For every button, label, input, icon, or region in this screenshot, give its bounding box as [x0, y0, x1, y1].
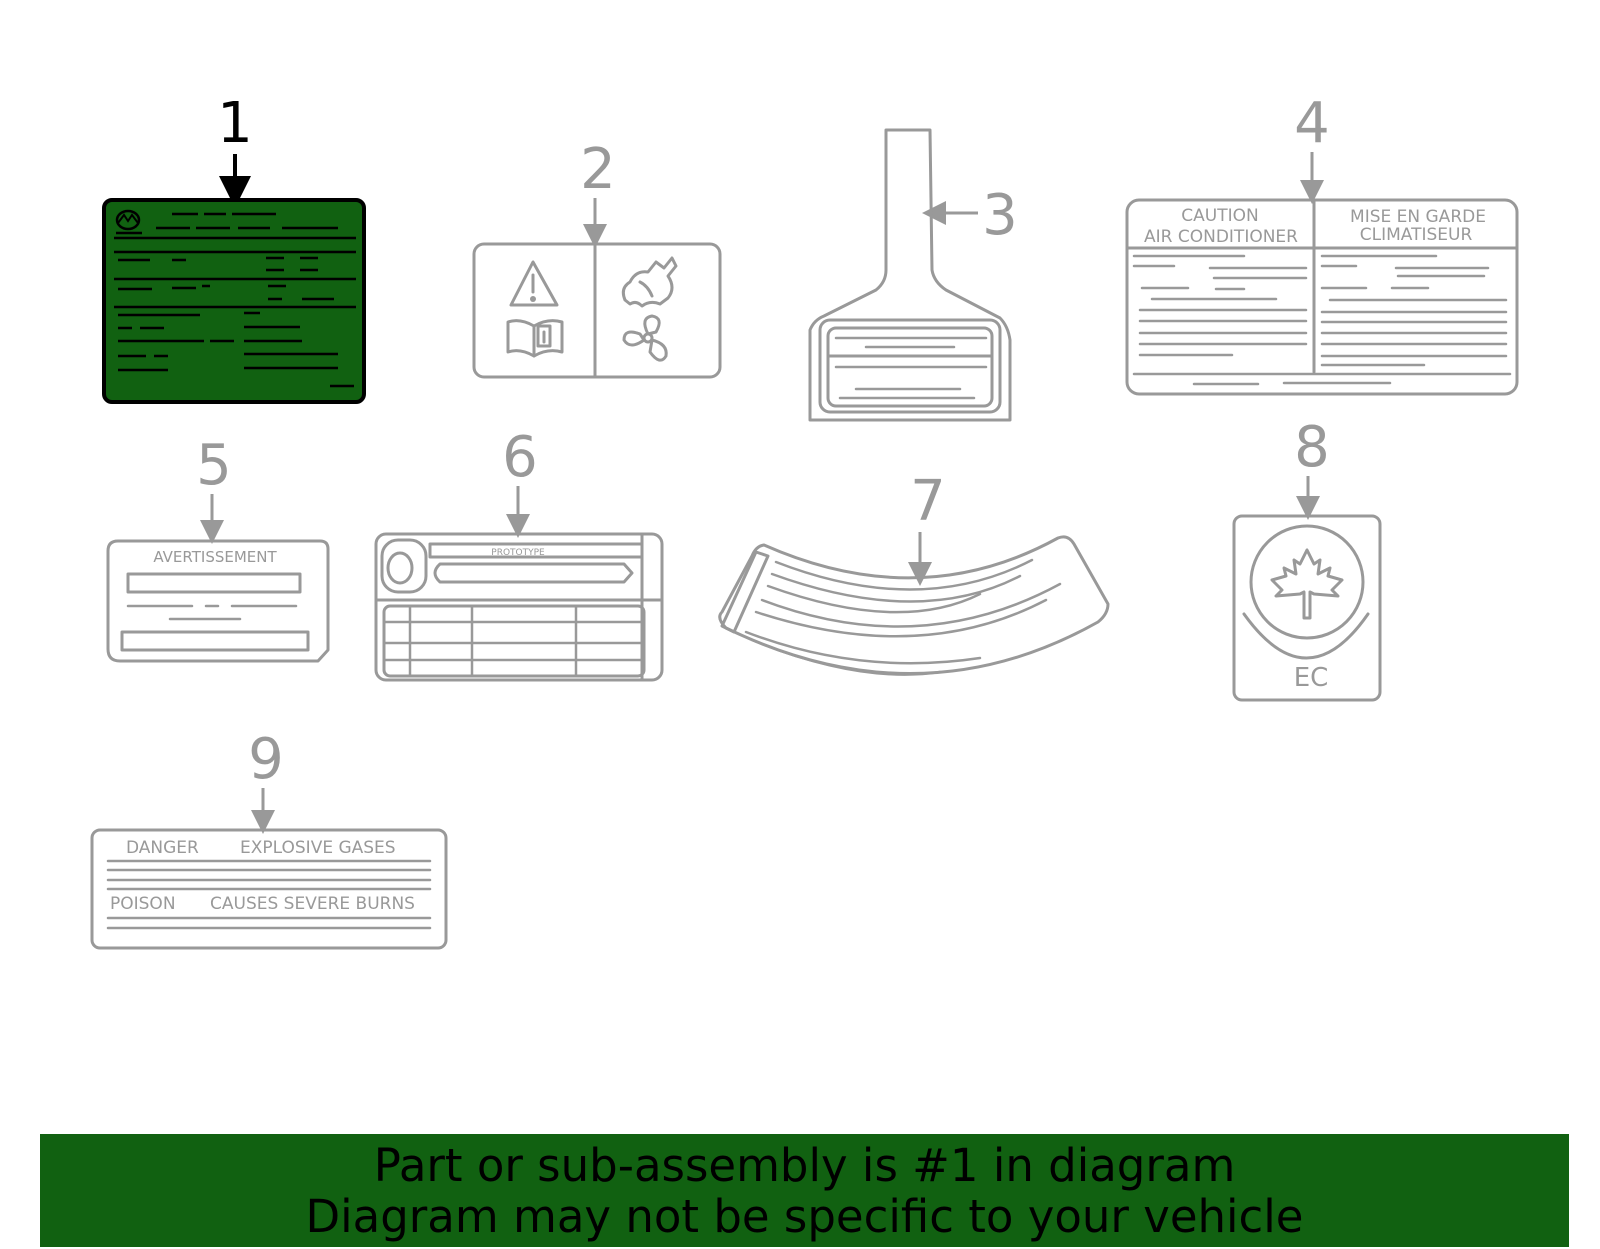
callout-1: 1	[217, 91, 253, 156]
part-5-top-box	[126, 572, 302, 594]
part-4-right-subtitle: CLIMATISEUR	[1360, 225, 1473, 245]
banner-line-2: Diagram may not be specific to your vehi…	[305, 1190, 1304, 1243]
part-7-label-body	[718, 535, 1110, 676]
callout-8: 8	[1294, 415, 1330, 480]
callout-2: 2	[580, 137, 616, 202]
part-4-left-subtitle: AIR CONDITIONER	[1144, 227, 1298, 247]
part-8-mark: EC	[1294, 663, 1329, 693]
part-6-spec-table	[382, 604, 646, 678]
part-9-label[interactable]: 9 DANGER EXPLOSIVE GASES POISON CAUSES S…	[90, 727, 448, 950]
part-1-text-lines	[114, 212, 356, 388]
part-5-bottom-box	[120, 630, 310, 652]
part-3-inner-frame	[818, 318, 1002, 414]
part-7-text-lines	[744, 558, 1062, 676]
part-4-left-title: CAUTION	[1181, 206, 1258, 226]
part-1-label-body	[102, 198, 366, 404]
part-9-label-body	[90, 828, 448, 950]
part-8-label-body	[1232, 514, 1382, 702]
part-5-label-body	[106, 539, 330, 663]
part-3-text-lines	[834, 336, 988, 400]
part-2-label-body	[472, 242, 722, 379]
part-7-end-tab	[720, 550, 770, 634]
callout-6: 6	[502, 425, 538, 490]
fan-icon	[622, 314, 668, 362]
brand-logo-icon	[115, 209, 142, 235]
part-4-label[interactable]: 4 CAUTION AIR CONDITIONER MISE EN GARDE …	[1125, 91, 1519, 396]
part-6-name-plate	[433, 562, 634, 584]
part-9-line1-left: DANGER	[126, 838, 199, 858]
part-9-text-lines	[106, 859, 432, 930]
part-9-line1-right: EXPLOSIVE GASES	[240, 838, 396, 858]
part-8-seal-arc	[1242, 612, 1370, 660]
part-4-text-lines	[1132, 254, 1512, 386]
part-3-label[interactable]: 3	[808, 128, 1018, 422]
hand-hazard-icon	[621, 256, 678, 308]
part-6-table-grid	[382, 604, 646, 678]
part-7-label[interactable]: 7	[718, 469, 1110, 676]
manual-info-icon	[506, 319, 564, 358]
part-4-label-body	[1125, 198, 1519, 396]
part-6-label[interactable]: 6 PROTOTYPE	[374, 425, 664, 682]
part-8-seal-ring	[1249, 524, 1365, 640]
callout-9: 9	[248, 727, 284, 792]
warning-triangle-icon	[509, 260, 559, 307]
part-5-text-lines	[126, 604, 298, 621]
callout-3: 3	[982, 183, 1018, 248]
part-6-badge-ring	[386, 551, 414, 585]
callout-5: 5	[196, 433, 232, 498]
part-6-badge-frame	[380, 538, 428, 594]
callout-7: 7	[910, 469, 946, 534]
banner-line-1: Part or sub-assembly is #1 in diagram	[373, 1139, 1236, 1192]
part-9-line2-left: POISON	[110, 894, 176, 914]
part-2-label[interactable]: 2	[472, 137, 722, 379]
part-6-label-body	[374, 532, 664, 682]
part-6-heading: PROTOTYPE	[491, 548, 545, 558]
part-5-heading: AVERTISSEMENT	[153, 548, 277, 566]
callout-4: 4	[1294, 91, 1330, 156]
maple-leaf-icon	[1270, 548, 1344, 620]
part-1-label[interactable]: 1	[102, 91, 366, 404]
part-info-banner: Part or sub-assembly is #1 in diagram Di…	[40, 1134, 1569, 1247]
part-4-right-title: MISE EN GARDE	[1350, 207, 1486, 227]
part-6-heading-box	[428, 542, 644, 559]
part-9-line2-right: CAUSES SEVERE BURNS	[210, 894, 415, 914]
part-8-label[interactable]: 8 EC	[1232, 415, 1382, 702]
part-3-inner-panel	[826, 326, 994, 408]
part-5-label[interactable]: 5 AVERTISSEMENT	[106, 433, 330, 663]
part-3-label-body	[808, 128, 1012, 422]
